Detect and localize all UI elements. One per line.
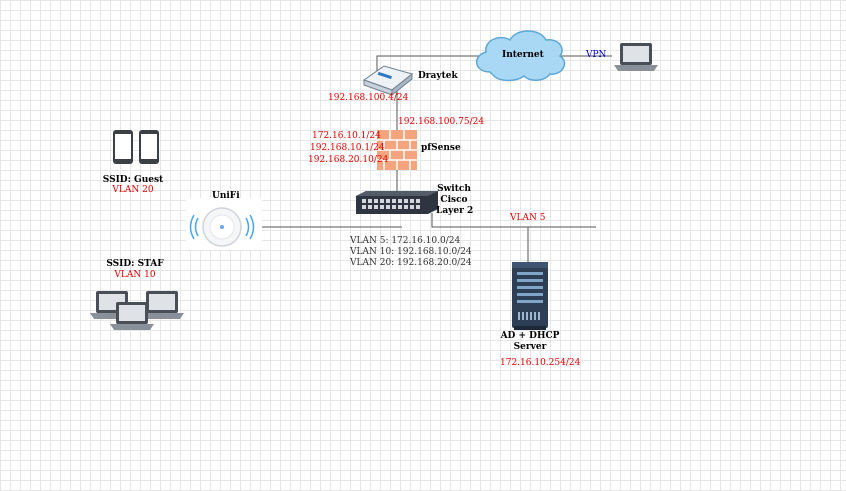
phone-icon: [113, 130, 159, 164]
switch-label: Switch Cisco Layer 2: [436, 184, 474, 217]
pfsense-wan-ip: 192.168.100.75/24: [398, 117, 485, 127]
vlan-list-item: VLAN 10: 192.168.10.0/24: [350, 247, 472, 257]
ssid-guest-label: SSID: Guest: [102, 175, 164, 185]
vlan-list: VLAN 5: 172.16.10.0/24 VLAN 10: 192.168.…: [350, 236, 472, 269]
link-draytek-internet: [376, 55, 482, 74]
firewall-icon: [377, 130, 417, 170]
access-point-icon: [186, 198, 262, 250]
draytek-ip: 192.168.100.4/24: [328, 93, 409, 103]
ssid-guest-vlan: VLAN 20: [112, 185, 154, 195]
link-switch-server-bus: [431, 213, 596, 228]
switch-label-line: Switch: [437, 184, 471, 194]
router-icon: [362, 65, 414, 97]
vlan-list-item: VLAN 5: 172.16.10.0/24: [350, 236, 461, 246]
server-icon: [512, 262, 548, 330]
server-ip: 172.16.10.254/24: [500, 358, 581, 368]
server-vlan-label: VLAN 5: [510, 213, 546, 223]
server-label-line: Server: [513, 342, 547, 352]
laptop-icon: [90, 291, 184, 330]
connection-lines: [262, 55, 612, 262]
server-label: AD + DHCP Server: [496, 331, 564, 353]
unifi-label: UniFi: [212, 191, 240, 201]
internet-label: Internet: [502, 50, 544, 60]
switch-label-line: Layer 2: [436, 206, 474, 216]
pfsense-lan-ip: 192.168.20.10/24: [308, 155, 389, 165]
ssid-staf-vlan: VLAN 10: [114, 270, 156, 280]
vlan-list-item: VLAN 20: 192.168.20.0/24: [350, 258, 472, 268]
pfsense-label: pfSense: [421, 143, 461, 153]
vpn-label: VPN: [586, 50, 607, 60]
ssid-staf-label: SSID: STAF: [106, 259, 164, 269]
switch-label-line: Cisco: [440, 195, 468, 205]
pfsense-lan-ip: 192.168.10.1/24: [310, 143, 385, 153]
switch-icon: [356, 191, 438, 214]
laptop-icon: [614, 43, 658, 71]
pfsense-lan-ip: 172.16.10.1/24: [312, 131, 381, 141]
draytek-label: Draytek: [418, 71, 458, 81]
server-label-line: AD + DHCP: [500, 331, 560, 341]
cloud-icon: [476, 30, 566, 82]
